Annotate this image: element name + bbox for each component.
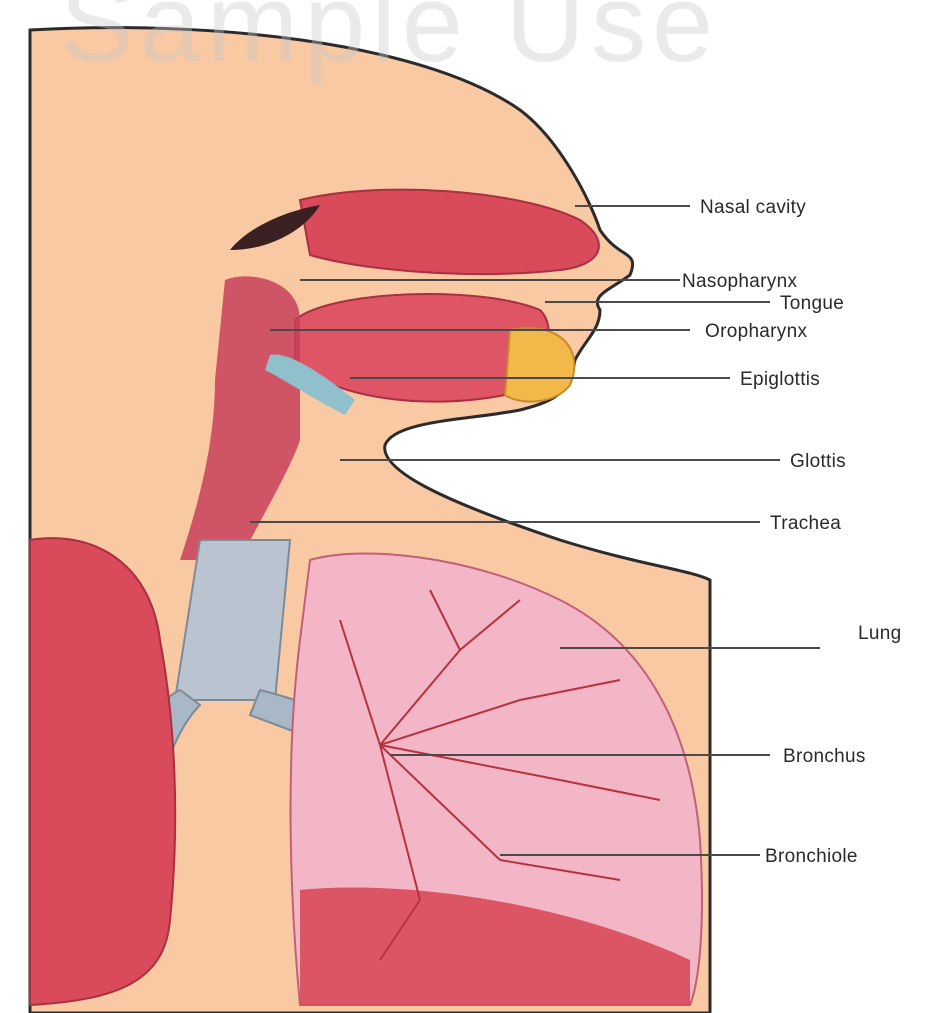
label-tongue: Tongue xyxy=(780,294,844,313)
label-bronchiole: Bronchiole xyxy=(765,847,858,866)
label-nasal-cavity: Nasal cavity xyxy=(700,198,806,217)
label-nasopharynx: Nasopharynx xyxy=(682,272,797,291)
label-epiglottis: Epiglottis xyxy=(740,370,820,389)
label-lung: Lung xyxy=(858,624,901,643)
left-lung-shape xyxy=(30,538,175,1005)
label-trachea: Trachea xyxy=(770,514,841,533)
label-bronchus: Bronchus xyxy=(783,747,866,766)
label-oropharynx: Oropharynx xyxy=(705,322,807,341)
label-glottis: Glottis xyxy=(790,452,846,471)
jaw-shape xyxy=(505,328,574,402)
